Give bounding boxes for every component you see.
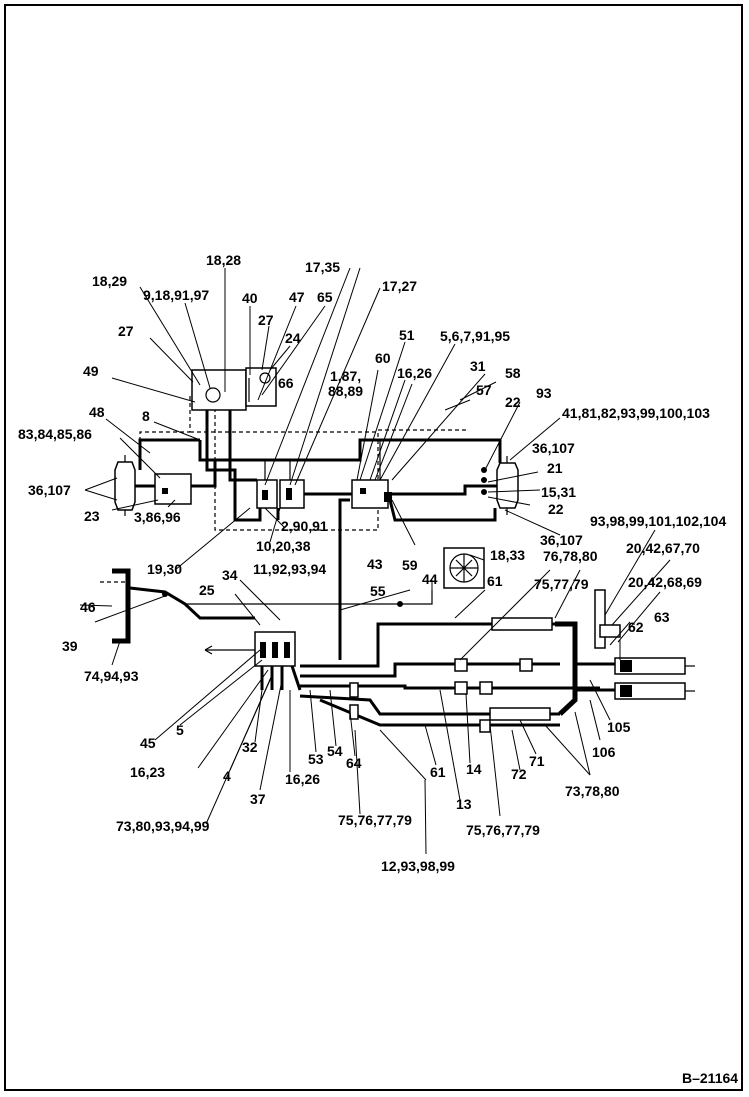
hose-39 bbox=[129, 586, 255, 620]
supply-hose-top bbox=[138, 438, 502, 470]
pump-hose-left bbox=[135, 410, 257, 488]
callout: 34 bbox=[222, 567, 238, 583]
callout: 18,33 bbox=[490, 547, 525, 563]
callout: 57 bbox=[476, 382, 492, 398]
callout: 66 bbox=[278, 375, 294, 391]
return-hose bbox=[304, 484, 497, 496]
callout: 61 bbox=[430, 764, 446, 780]
callout: 31 bbox=[470, 358, 486, 374]
callout: 16,26 bbox=[285, 771, 320, 787]
callout: 93 bbox=[536, 385, 552, 401]
callout: 73,80,93,94,99 bbox=[116, 818, 210, 834]
callout: 10,20,38 bbox=[256, 538, 311, 554]
valve-block-right bbox=[351, 479, 389, 509]
callout: 5,6,7,91,95 bbox=[440, 328, 510, 344]
callout: 14 bbox=[466, 761, 482, 777]
control-valve-box bbox=[191, 369, 247, 411]
callout: 18,28 bbox=[206, 252, 241, 268]
callout: 21 bbox=[547, 460, 563, 476]
hose-bundle-lower bbox=[299, 694, 560, 716]
callout: 61 bbox=[487, 573, 503, 589]
callout: 63 bbox=[654, 609, 670, 625]
callout: 27 bbox=[118, 323, 134, 339]
callout: 25 bbox=[199, 582, 215, 598]
callout: 17,27 bbox=[382, 278, 417, 294]
callout: 65 bbox=[317, 289, 333, 305]
callout: 72 bbox=[511, 766, 527, 782]
callout: 73,78,80 bbox=[565, 783, 620, 799]
callout: 12,93,98,99 bbox=[381, 858, 455, 874]
callout: 75,76,77,79 bbox=[338, 812, 412, 828]
callout: 76,78,80 bbox=[543, 548, 598, 564]
leader-lines bbox=[79, 267, 671, 855]
callout: 93,98,99,101,102,104 bbox=[590, 513, 726, 529]
callout: 44 bbox=[422, 571, 438, 587]
callout: 51 bbox=[399, 327, 415, 343]
hose-bundle-mid2 bbox=[300, 684, 600, 690]
callout: 17,35 bbox=[305, 259, 340, 275]
drawing-frame bbox=[4, 4, 743, 1091]
callout: 40 bbox=[242, 290, 258, 306]
callout: 36,107 bbox=[28, 482, 71, 498]
callout: 106 bbox=[592, 744, 616, 760]
valve-block-left bbox=[154, 473, 192, 505]
callout: 75,76,77,79 bbox=[466, 822, 540, 838]
callout: 19,30 bbox=[147, 561, 182, 577]
callout: 83,84,85,86 bbox=[18, 426, 92, 442]
callout: 47 bbox=[289, 289, 305, 305]
callout: 1,87, bbox=[330, 368, 361, 384]
callout: 64 bbox=[346, 755, 362, 771]
callout: 71 bbox=[529, 753, 545, 769]
callout: 32 bbox=[242, 739, 258, 755]
callout: 20,42,67,70 bbox=[626, 540, 700, 556]
callout: 37 bbox=[250, 791, 266, 807]
callout: 39 bbox=[62, 638, 78, 654]
callout: 22 bbox=[548, 501, 564, 517]
callout: 27 bbox=[258, 312, 274, 328]
callout: 36,107 bbox=[532, 440, 575, 456]
callout: 54 bbox=[327, 743, 343, 759]
callout: 11,92,93,94 bbox=[253, 561, 326, 577]
callout: 36,107 bbox=[540, 532, 583, 548]
callout: 59 bbox=[402, 557, 418, 573]
callout: 15,31 bbox=[541, 484, 576, 500]
callout: 22 bbox=[505, 394, 521, 410]
callout: 48 bbox=[89, 404, 105, 420]
filter-left bbox=[114, 461, 136, 511]
callout: 23 bbox=[84, 508, 100, 524]
callout: 75,77,79 bbox=[534, 576, 589, 592]
callout: 8 bbox=[142, 408, 150, 424]
callout: 16,26 bbox=[397, 365, 432, 381]
callout: 20,42,68,69 bbox=[628, 574, 702, 590]
filter-right bbox=[496, 462, 519, 509]
callout: 16,23 bbox=[130, 764, 165, 780]
callout: 49 bbox=[83, 363, 99, 379]
callout: 9,18,91,97 bbox=[143, 287, 209, 303]
callout: 58 bbox=[505, 365, 521, 381]
fitting-75 bbox=[491, 617, 553, 631]
hose-bundle-mid1 bbox=[300, 662, 560, 678]
callout: 5 bbox=[176, 722, 184, 738]
valve-knob bbox=[205, 387, 221, 403]
bracket-93 bbox=[594, 589, 606, 649]
callout: 2,90,91 bbox=[281, 518, 328, 534]
callout: 45 bbox=[140, 735, 156, 751]
callout: 60 bbox=[375, 350, 391, 366]
callout: 62 bbox=[628, 619, 644, 635]
callout: 53 bbox=[308, 751, 324, 767]
callout: 41,81,82,93,99,100,103 bbox=[562, 405, 710, 421]
callout: 24 bbox=[285, 330, 301, 346]
drawing-reference-number: B–21164 bbox=[682, 1070, 738, 1086]
callout: 105 bbox=[607, 719, 631, 735]
callout: 43 bbox=[367, 556, 383, 572]
callout: 13 bbox=[456, 796, 472, 812]
callout: 18,29 bbox=[92, 273, 127, 289]
callout: 46 bbox=[80, 599, 96, 615]
callout: 88,89 bbox=[328, 383, 363, 399]
callout: 4 bbox=[223, 768, 231, 784]
callout: 55 bbox=[370, 583, 386, 599]
callout: 3,86,96 bbox=[134, 509, 181, 525]
callout: 74,94,93 bbox=[84, 668, 139, 684]
